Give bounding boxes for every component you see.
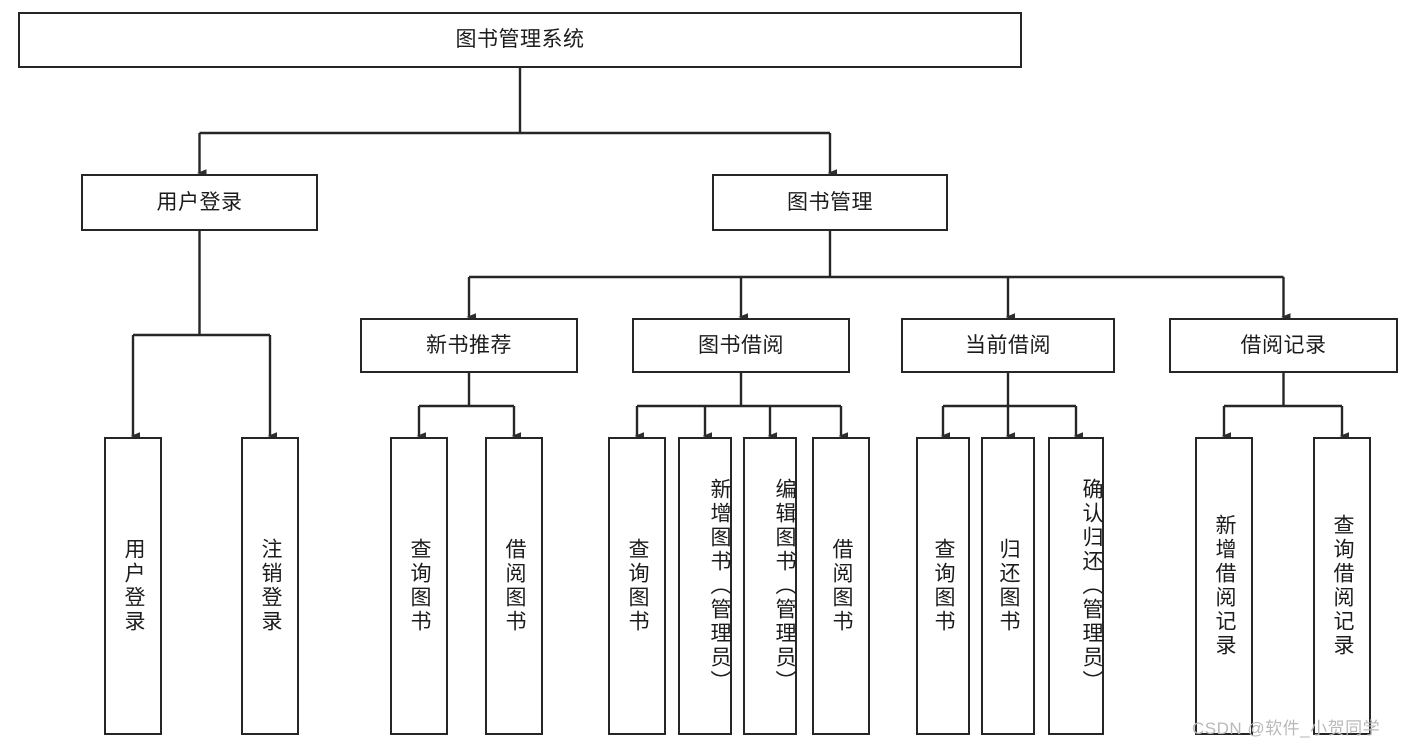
node-leaf-add-record[interactable]: 新增借阅记录 [1195,437,1253,735]
node-root[interactable]: 图书管理系统 [18,12,1022,68]
node-label: 当前借阅 [965,333,1051,357]
node-leaf-edit-book[interactable]: 编辑图书（管理员） [743,437,797,735]
node-leaf-borrow-book-2[interactable]: 借阅图书 [812,437,870,735]
node-leaf-query-record[interactable]: 查询借阅记录 [1313,437,1371,735]
node-label: 借阅图书 [503,538,527,634]
node-label: 确认归还（管理员） [1080,478,1103,694]
node-leaf-borrow-book-1[interactable]: 借阅图书 [485,437,543,735]
node-leaf-query-book-1[interactable]: 查询图书 [390,437,448,735]
node-label: 归还图书 [997,538,1021,634]
node-label: 新增图书（管理员） [708,478,731,694]
node-leaf-user-login[interactable]: 用户登录 [104,437,162,735]
node-label: 用户登录 [122,538,146,634]
node-label: 借阅记录 [1240,333,1327,357]
node-label: 查询图书 [626,538,650,634]
node-label: 编辑图书（管理员） [773,478,796,694]
node-label: 借阅图书 [830,538,854,634]
node-leaf-confirm-return[interactable]: 确认归还（管理员） [1048,437,1104,735]
node-current-borrow[interactable]: 当前借阅 [901,318,1115,373]
node-label: 图书借阅 [698,333,784,357]
node-label: 图书管理 [787,190,873,214]
node-new-book-recommend[interactable]: 新书推荐 [360,318,578,373]
node-leaf-query-book-3[interactable]: 查询图书 [916,437,970,735]
node-leaf-return-book[interactable]: 归还图书 [981,437,1035,735]
node-label: 新增借阅记录 [1213,514,1237,658]
node-leaf-user-logout[interactable]: 注销登录 [241,437,299,735]
node-label: 查询图书 [408,538,432,634]
node-book-manage[interactable]: 图书管理 [712,174,948,231]
node-leaf-add-book[interactable]: 新增图书（管理员） [678,437,732,735]
node-label: 查询借阅记录 [1331,514,1355,658]
node-borrow-record[interactable]: 借阅记录 [1169,318,1398,373]
node-leaf-query-book-2[interactable]: 查询图书 [608,437,666,735]
node-user-login[interactable]: 用户登录 [81,174,318,231]
node-label: 图书管理系统 [455,28,585,52]
edge-group [130,68,1349,440]
csdn-watermark: CSDN @软件_小贺同学 [1192,719,1381,738]
node-label: 用户登录 [156,190,243,214]
node-book-borrow[interactable]: 图书借阅 [632,318,850,373]
node-label: 查询图书 [932,538,956,634]
node-label: 注销登录 [259,538,283,634]
node-label: 新书推荐 [426,333,512,357]
